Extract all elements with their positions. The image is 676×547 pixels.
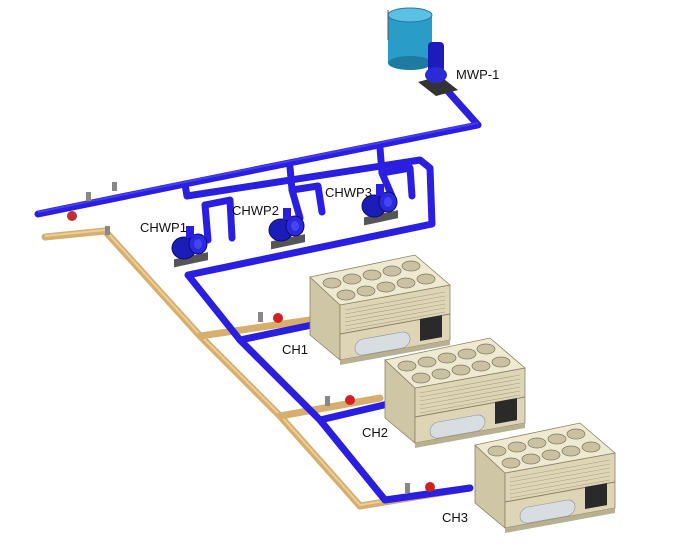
label-chwp2: CHWP2 (232, 203, 279, 218)
condenser-water-piping (41, 227, 474, 510)
valves (67, 182, 435, 493)
label-chwp1: CHWP1 (140, 220, 187, 235)
storage-tank (387, 7, 433, 70)
label-mwp1: MWP-1 (456, 67, 500, 82)
label-ch1: CH1 (282, 342, 309, 357)
chilled-water-piping (34, 84, 482, 504)
label-ch2: CH2 (362, 425, 389, 440)
makeup-water-pump (418, 42, 458, 96)
label-chwp3: CHWP3 (325, 185, 372, 200)
chiller-ch1 (309, 254, 451, 366)
chiller-ch3 (474, 422, 616, 534)
chiller-ch2 (384, 337, 526, 449)
label-ch3: CH3 (442, 510, 469, 525)
